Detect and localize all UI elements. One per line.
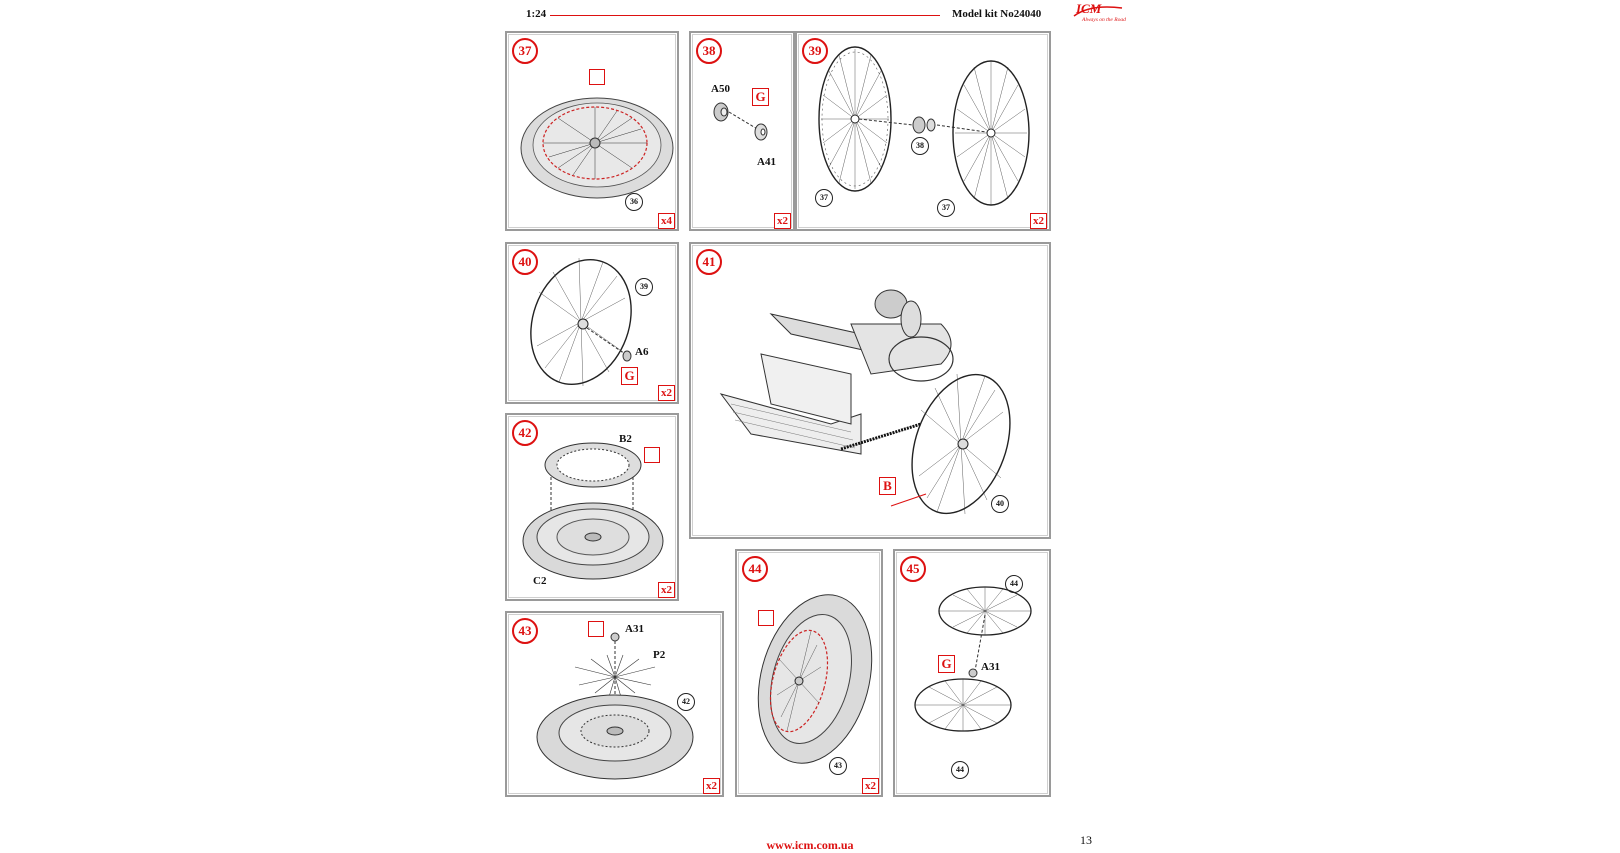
wheel-pair-drawing [818,46,1030,206]
material-box: G [621,367,638,385]
website-link[interactable]: www.icm.com.ua [766,838,854,852]
header-rule [550,15,940,16]
wheel-hub-cap-drawing [530,257,632,387]
kit-number: Model kit No24040 [952,8,1042,20]
part-ref: 40 [991,495,1009,513]
multiplier-badge: x4 [658,213,675,229]
part-ref: 38 [911,137,929,155]
step-41: 41 B [689,242,1051,539]
multiplier-badge: x2 [1030,213,1047,229]
no-glue-icon [588,621,604,637]
step-42: 42 B2 C2 x2 [505,413,679,601]
part-label: B2 [619,433,632,445]
step-number: 40 [512,249,538,275]
step-number: 39 [802,38,828,64]
step-number: 43 [512,618,538,644]
step-number: 41 [696,249,722,275]
material-box: G [938,655,955,673]
part-ref: 37 [815,189,833,207]
part-label: A31 [625,623,644,635]
part-label: A50 [711,83,730,95]
glue-icon [589,69,605,85]
logo-text: ICM [1076,1,1102,16]
hub-parts-drawing [713,102,768,141]
glue-icon [758,610,774,626]
material-box: B [879,477,896,495]
step-39: 39 [795,31,1051,231]
stand-assembly-drawing [522,442,664,580]
part-label: P2 [653,649,666,661]
logo-tagline: Always on the Road [1082,17,1126,23]
part-label: C2 [533,575,547,587]
stacked-wheels-drawing [914,586,1032,732]
wheel-stand-profile-drawing [757,594,873,764]
step-number: 45 [900,556,926,582]
step-number: 42 [512,420,538,446]
no-glue-icon [644,447,660,463]
scale-label: 1:24 [526,8,547,20]
material-box: G [752,88,769,106]
step-38: 38 A50 G A41 x2 [689,31,795,231]
step-number: 44 [742,556,768,582]
multiplier-badge: x2 [703,778,720,794]
part-label: A41 [757,156,776,168]
step-45: 45 44 G A31 44 [893,549,1051,797]
multiplier-badge: x2 [862,778,879,794]
part-label: A31 [981,661,1000,673]
part-ref: 37 [937,199,955,217]
step-43: 43 A31 P2 42 x2 [505,611,724,797]
multiplier-badge: x2 [774,213,791,229]
step-44: 44 43 x2 [735,549,883,797]
part-ref: 36 [625,193,643,211]
step-40: 40 39 A6 G x2 [505,242,679,404]
part-ref: 39 [635,278,653,296]
step-number: 38 [696,38,722,64]
step-number: 37 [512,38,538,64]
car-assembly-drawing [719,289,1011,515]
wheel-on-stand-drawing [520,97,674,199]
part-label: A6 [635,346,649,358]
spoke-stand-drawing [536,632,694,780]
part-ref: 42 [677,693,695,711]
icm-logo-icon [1073,6,1123,17]
multiplier-badge: x2 [658,582,675,598]
part-ref: 43 [829,757,847,775]
multiplier-badge: x2 [658,385,675,401]
page-number: 13 [1080,833,1092,847]
part-ref: 44 [951,761,969,779]
step-37: 37 36 x4 [505,31,679,231]
